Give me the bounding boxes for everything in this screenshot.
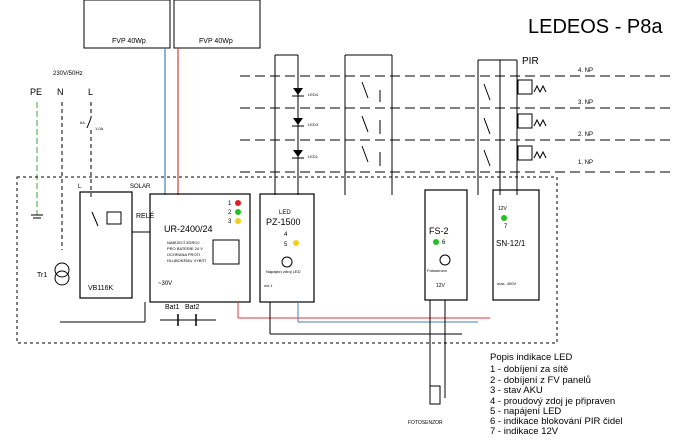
floor-label-3: 3. NP — [578, 100, 593, 106]
solar-panel-left: FVP 40Wp — [83, 0, 171, 49]
transformer-label: Tr1 — [37, 272, 47, 279]
floor-label-1: 1. NP — [578, 160, 593, 166]
led-diode-4: LED4 — [292, 88, 319, 97]
fs2-pot — [439, 254, 451, 266]
sn12-led-7 — [501, 215, 507, 221]
led-driver-pot — [281, 256, 293, 268]
fs2-caption: Fotosenzor — [427, 268, 448, 273]
regulator-info-line-2: PRO BATERIE 24 V — [167, 246, 203, 251]
regulator-info-line-4: HLUBOKÉMU VYBITÍ — [167, 258, 207, 263]
breaker: 6A 1.0A — [80, 117, 104, 200]
solar-input-label: SOLAR — [130, 184, 151, 190]
sn12-name: SN-12/1 — [496, 239, 526, 248]
transformer: Tr1 — [37, 262, 70, 286]
batteries: Bat1 Bat2 — [160, 304, 216, 326]
panel-wires — [164, 48, 179, 195]
regulator-voltage: ~30V — [158, 281, 172, 287]
battery-1-label: Bat1 — [165, 304, 180, 311]
led-diode-3: LED3 — [292, 118, 319, 127]
pir-sensor-2 — [517, 145, 547, 161]
breaker-label-a: 6A — [80, 120, 85, 125]
led-diode-3-label: LED3 — [308, 122, 319, 127]
photosensor-label: FOTOSENZOR — [408, 420, 443, 426]
regulator-dip-switch — [212, 239, 240, 265]
fs2-voltage: 12V — [436, 283, 446, 289]
regulator-led-1 — [235, 200, 241, 206]
pir-sensor-3 — [517, 113, 547, 129]
legend-item-4: 4 - proudový zdoj je připraven — [490, 396, 615, 407]
regulator-indicator-2-label: 2 — [228, 210, 232, 216]
solar-panel-right: FVP 40Wp — [173, 0, 261, 49]
legend-item-7: 7 - indikace 12V — [490, 426, 559, 437]
led-diode-2: LED1 — [292, 150, 319, 159]
regulator-info-line-1: NABÍJECÍ ZDROJ — [167, 240, 199, 245]
legend-item-1: 1 - dobíjení za sítě — [490, 364, 568, 375]
switch-contacts — [361, 81, 491, 167]
mains-supply-label: 230V/50Hz — [53, 71, 83, 77]
breaker-label-b: 1.0A — [95, 126, 104, 131]
relay-module-contact-label: L — [78, 184, 82, 190]
fs2-name: FS-2 — [429, 226, 449, 236]
sn12-indicator-7-label: 7 — [504, 224, 508, 230]
regulator-indicator-1-label: 1 — [228, 201, 232, 207]
led-driver-caption: Napájecí zdroj LED — [266, 269, 301, 274]
led-driver-led-5 — [293, 240, 299, 246]
regulator-module: UR-2400/24 1 2 3 NABÍJECÍ ZDROJ PRO BATE… — [149, 193, 251, 303]
internal-wires — [60, 231, 490, 398]
led-diode-4-label: LED4 — [308, 92, 319, 97]
enclosure-border — [16, 176, 558, 344]
relay-module: VB116K — [79, 191, 133, 299]
regulator-led-2 — [235, 209, 241, 215]
legend-item-3: 3 - stav AKU — [490, 385, 543, 396]
regulator-indicator-3-label: 3 — [228, 219, 232, 225]
legend-item-6: 6 - indikace blokování PIR čidel — [490, 416, 623, 427]
regulator-name: UR-2400/24 — [164, 224, 213, 234]
legend-title: Popis indikace LED — [490, 352, 573, 363]
photosensor: FOTOSENZOR — [408, 385, 443, 426]
sn12-voltage-top: 12V — [498, 206, 508, 212]
n-label: N — [57, 87, 64, 97]
solar-panel-left-label: FVP 40Wp — [112, 38, 146, 45]
pe-label: PE — [30, 87, 42, 97]
sn12-voltage-bottom: max. 400V — [497, 281, 516, 286]
led-driver-indicator-5-label: 5 — [284, 242, 288, 248]
floor-label-4: 4. NP — [578, 68, 593, 74]
pir-sensor-4 — [517, 79, 547, 95]
legend: Popis indikace LED 1 - dobíjení za sítě … — [490, 352, 623, 437]
led-diode-2-label: LED1 — [308, 154, 319, 159]
mains-lines — [31, 102, 92, 250]
led-driver-module: LED PZ-1500 4 5 Napájecí zdroj LED ovl.1 — [259, 193, 315, 303]
fs2-indicator-6-label: 6 — [442, 240, 446, 246]
battery-2-label: Bat2 — [185, 304, 200, 311]
floor-label-2: 2. NP — [578, 132, 593, 138]
floor-lines — [240, 75, 670, 173]
led-driver-name: PZ-1500 — [266, 217, 301, 227]
regulator-info-line-3: OCHRANA PROTI — [167, 252, 200, 257]
regulator-led-3 — [235, 218, 241, 224]
solar-panel-right-label: FVP 40Wp — [199, 38, 233, 45]
led-driver-top-label: LED — [279, 210, 291, 216]
relay-module-name: VB116K — [88, 285, 113, 292]
l-label: L — [88, 87, 93, 97]
sn12-module: 12V 7 SN-12/1 max. 400V — [492, 189, 540, 301]
legend-item-5: 5 - napájení LED — [490, 406, 561, 417]
led-driver-bottom-label: ovl.1 — [264, 283, 273, 288]
page-title: LEDEOS - P8a — [528, 16, 663, 38]
fs2-module: FS-2 6 Fotosenzor 12V — [424, 189, 468, 301]
pir-label: PIR — [522, 56, 539, 67]
relay-label: RELÉ — [136, 211, 155, 220]
led-driver-indicator-4-label: 4 — [284, 232, 288, 238]
legend-item-2: 2 - dobíjení z FV panelů — [490, 375, 591, 386]
fs2-led-6 — [433, 239, 439, 245]
